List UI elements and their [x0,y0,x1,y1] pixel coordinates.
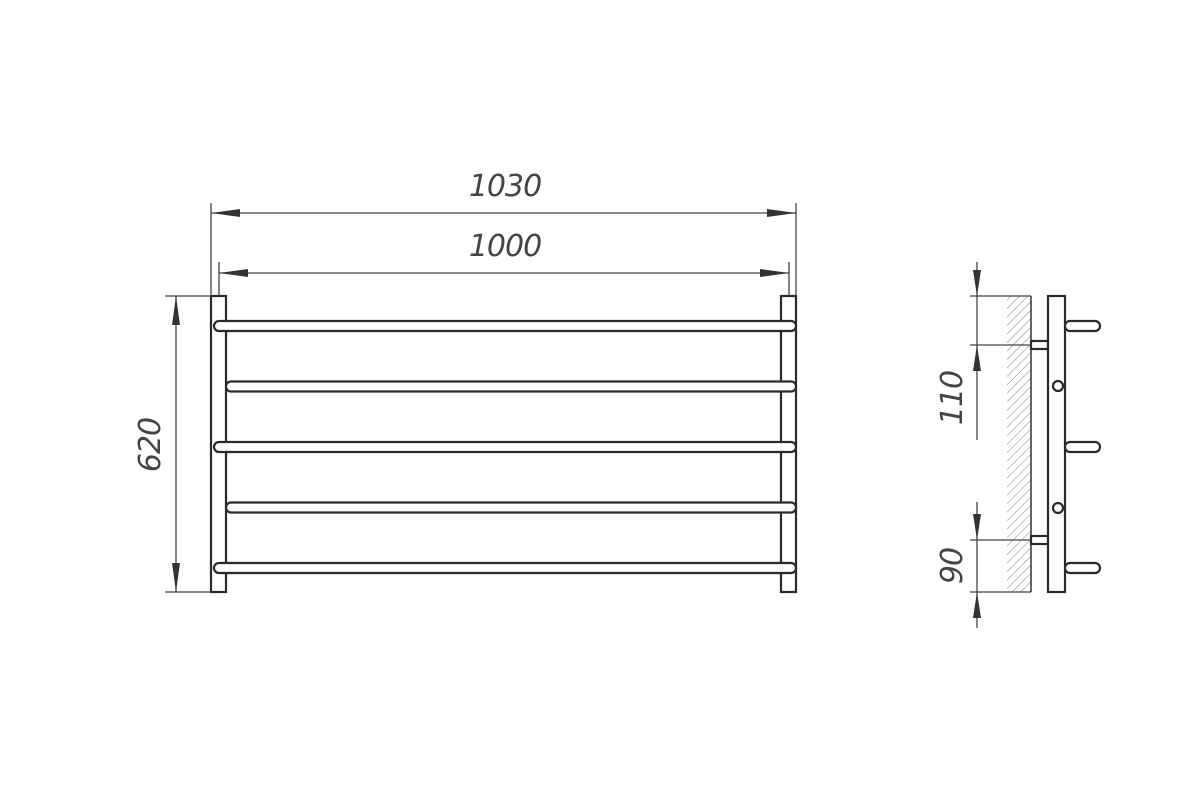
arrowhead-left [219,269,248,277]
horizontal-bars [212,319,798,575]
wall-bracket [1029,339,1050,351]
dimension-label-1030: 1030 [469,169,541,204]
dimension-overall-width: 1030 [210,169,797,296]
dimension-inner-width: 1000 [218,229,790,296]
mount-pin [1063,319,1102,333]
arrowhead-right [760,269,789,277]
horizontal-bar [212,319,798,333]
arrowhead-bottom [172,563,180,592]
dimension-bottom-offset: 90 [935,502,1031,628]
arrowhead-down [973,270,981,296]
mount-pin [1063,561,1102,575]
dimension-label-110: 110 [935,371,970,425]
side-view [1007,294,1102,594]
arrowhead-left [211,209,240,217]
dimension-top-offset: 110 [935,262,1031,440]
mount-pins [1063,319,1102,575]
fixing-point [1051,501,1065,515]
dimension-label-620: 620 [133,418,168,472]
arrowhead-top [172,296,180,325]
arrowhead-right [767,209,796,217]
wall-bracket [1029,534,1050,546]
arrowhead-down [973,514,981,540]
arrowhead-up [973,592,981,618]
horizontal-bar [224,380,798,393]
fixing-point [1051,379,1065,393]
front-view [209,294,798,594]
wall-hatching [1007,296,1031,592]
horizontal-bar [224,501,798,514]
dimension-label-1000: 1000 [469,229,541,264]
dimension-height: 620 [133,295,211,593]
mount-pin [1063,440,1102,454]
horizontal-bar [212,440,798,454]
dimension-label-90: 90 [935,548,970,584]
arrowhead-up [973,345,981,371]
horizontal-bar [212,561,798,575]
side-post [1046,294,1067,594]
